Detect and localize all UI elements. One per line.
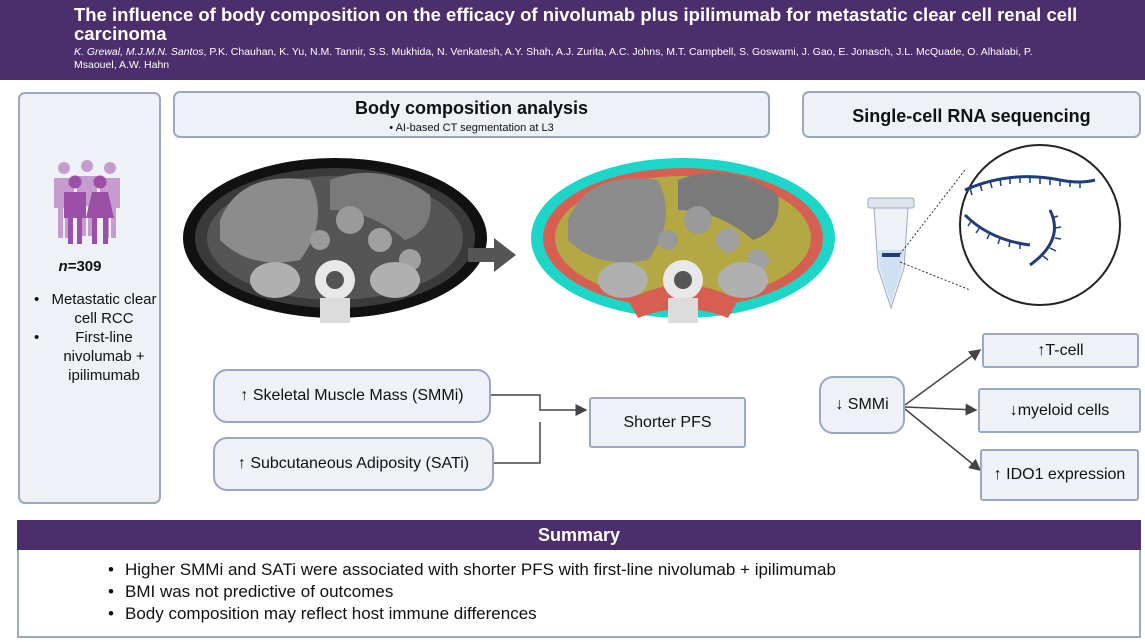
cohort-criterion-text: Metastatic clear cell RCC [51, 291, 157, 327]
finding-skeletal-muscle: ↑ Skeletal Muscle Mass (SMMi) [213, 369, 491, 423]
cohort-criteria: • Metastatic clear cell RCC • First-line n… [28, 290, 158, 385]
summary-item: • Body composition may reflect host immun… [108, 603, 836, 625]
cohort-criterion: • First-line nivolumab + ipilimumab [28, 328, 158, 385]
bullet: • [108, 604, 114, 623]
cohort-size-value: =309 [67, 258, 102, 275]
finding-subcutaneous-adiposity: ↑ Subcutaneous Adiposity (SATi) [213, 437, 494, 491]
cohort-size-n: n [58, 258, 68, 275]
author-list: K. Grewal, M.J.M.N. Santos, P.K. Chauhan… [74, 46, 1074, 71]
bullet: • [108, 560, 114, 579]
summary-item-text: Higher SMMi and SATi were associated wit… [125, 560, 836, 579]
cohort-criterion-text: First-line nivolumab + ipilimumab [63, 329, 145, 384]
author-list-rest: , P.K. Chauhan, K. Yu, N.M. Tannir, S.S.… [74, 46, 1033, 71]
summary-panel [17, 550, 1141, 638]
body-composition-title: Body composition analysis [354, 98, 589, 118]
scrna-header: Single-cell RNA sequencing [802, 91, 1141, 138]
summary-item-text: Body composition may reflect host immune… [125, 604, 537, 623]
arrow-right-icon [468, 238, 516, 272]
result-tcell: ↑T-cell [982, 333, 1139, 368]
cohort-criterion: • Metastatic clear cell RCC [28, 290, 158, 328]
scrna-title: Single-cell RNA sequencing [852, 106, 1091, 126]
header-banner: The influence of body composition on the… [0, 0, 1145, 80]
outcome-shorter-pfs: Shorter PFS [589, 397, 746, 448]
result-ido1-expression: ↑ IDO1 expression [980, 449, 1139, 501]
segmented-ct-image [531, 158, 835, 323]
bullet: • [108, 582, 114, 601]
bullet: • [389, 122, 394, 134]
test-tube-icon [867, 197, 915, 310]
patient-group-icon [54, 160, 120, 244]
bullet: • [34, 329, 40, 346]
body-composition-subtitle-text: AI-based CT segmentation at L3 [395, 122, 554, 134]
sequencing-illustration [867, 144, 1121, 310]
body-composition-header: Body composition analysis • AI-based CT … [173, 91, 770, 138]
scrna-source-smmi: ↓ SMMi [819, 376, 905, 434]
author-list-italic: K. Grewal, M.J.M.N. Santos [74, 46, 204, 58]
result-myeloid-cells: ↓myeloid cells [978, 388, 1141, 433]
summary-item: • Higher SMMi and SATi were associated wi… [108, 559, 836, 581]
bullet: • [34, 291, 40, 308]
cohort-size: n=309 [40, 258, 120, 275]
summary-item-text: BMI was not predictive of outcomes [125, 582, 394, 601]
ct-scan-image [183, 158, 487, 323]
body-composition-subtitle: • AI-based CT segmentation at L3 [175, 122, 768, 134]
summary-item: • BMI was not predictive of outcomes [108, 581, 836, 603]
summary-list: • Higher SMMi and SATi were associated wi… [108, 559, 836, 625]
poster-title: The influence of body composition on the… [74, 4, 1078, 44]
summary-title: Summary [17, 520, 1141, 550]
